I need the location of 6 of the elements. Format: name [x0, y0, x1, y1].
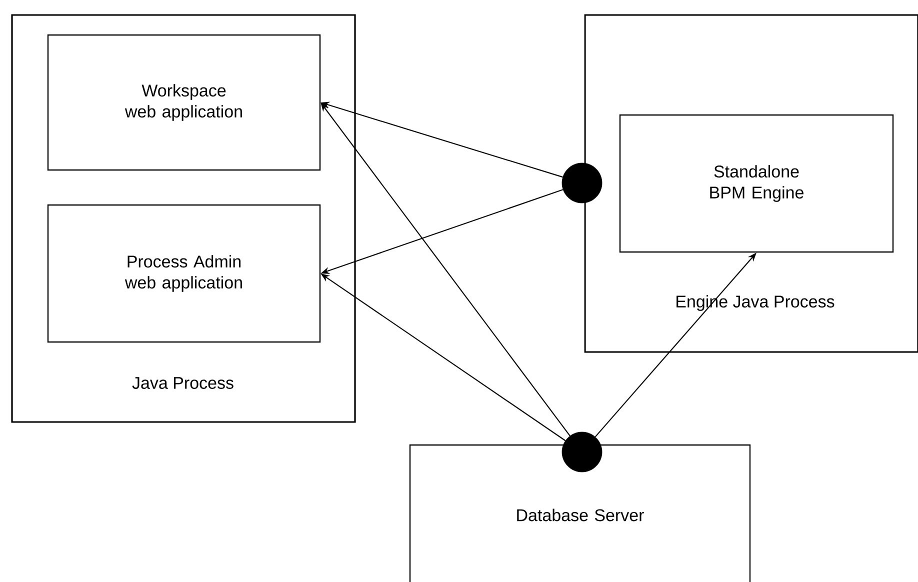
connector-dot [562, 162, 602, 204]
component-box: Process Admin web application [47, 204, 321, 343]
component-box: Standalone BPM Engine [619, 114, 894, 253]
component-box: Workspace web application [47, 34, 321, 171]
server-box: Database Server [409, 444, 751, 582]
connector-dot [562, 432, 602, 472]
